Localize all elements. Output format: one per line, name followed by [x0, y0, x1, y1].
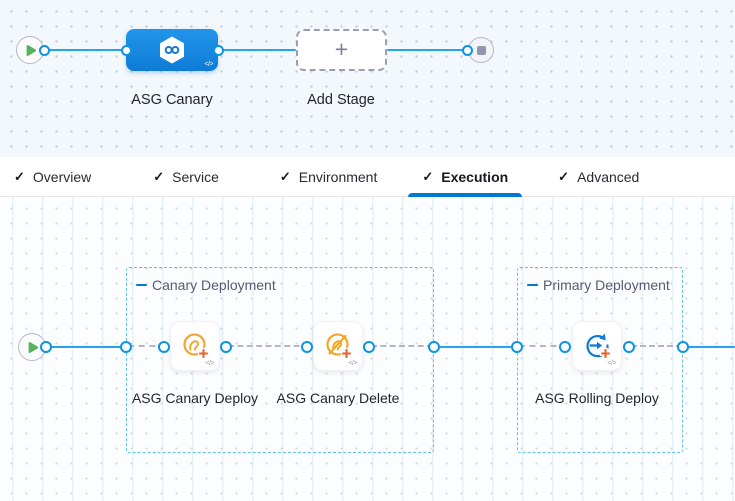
- group-label-row[interactable]: Canary Deployment: [136, 277, 276, 293]
- check-icon: ✓: [558, 169, 570, 184]
- step-group-canary-deployment[interactable]: Canary Deployment: [126, 267, 434, 453]
- check-icon: ✓: [279, 169, 291, 184]
- connector-point: [511, 341, 523, 353]
- tab-label: Environment: [298, 168, 378, 185]
- check-icon: ✓: [153, 169, 165, 184]
- pipeline-canvas: </> + ASG Canary Add Stage: [0, 0, 735, 157]
- step-label: ASG Canary Deploy: [131, 390, 259, 406]
- play-icon: [28, 341, 38, 353]
- add-stage-button[interactable]: +: [296, 29, 387, 71]
- tab-label: Advanced: [577, 168, 640, 185]
- check-icon: ✓: [422, 169, 434, 184]
- asg-canary-deploy-icon: [183, 333, 210, 360]
- code-icon[interactable]: </>: [205, 360, 214, 367]
- connector-point: [120, 341, 132, 353]
- step-group-primary-deployment[interactable]: Primary Deployment: [517, 267, 683, 453]
- connector-point: [461, 44, 473, 56]
- check-icon: ✓: [14, 169, 25, 184]
- tab-execution[interactable]: ✓ Execution: [408, 157, 522, 197]
- connector-point: [158, 341, 170, 353]
- harness-stage-icon: [160, 36, 184, 64]
- connector-line: [218, 48, 296, 52]
- tab-label: Execution: [441, 168, 509, 185]
- step-card-asg-canary-delete[interactable]: </>: [313, 321, 363, 371]
- group-label-row[interactable]: Primary Deployment: [527, 277, 670, 293]
- step-label: ASG Canary Delete: [276, 390, 400, 406]
- connector-line: [683, 345, 735, 349]
- tab-label: Service: [172, 168, 219, 185]
- connector-point: [363, 341, 375, 353]
- step-card-asg-canary-deploy[interactable]: </>: [170, 321, 220, 371]
- plus-icon: +: [334, 35, 349, 62]
- stop-icon: [476, 45, 486, 55]
- tab-environment[interactable]: ✓ Environment: [266, 157, 392, 196]
- step-card-asg-rolling-deploy[interactable]: </>: [572, 321, 622, 371]
- connector-point: [428, 341, 440, 353]
- connector-point: [220, 341, 232, 353]
- code-icon[interactable]: </>: [607, 360, 616, 367]
- connector-line: [44, 48, 126, 52]
- code-icon[interactable]: </>: [204, 61, 213, 68]
- step-label: ASG Rolling Deploy: [535, 390, 659, 406]
- dashed-connector-line: [631, 345, 682, 347]
- stage-card-asg-canary[interactable]: </>: [126, 29, 218, 71]
- connector-point: [38, 44, 50, 56]
- dashed-connector-line: [128, 345, 166, 347]
- connector-line: [387, 48, 467, 52]
- tab-label: Overview: [32, 168, 92, 185]
- dashed-connector-line: [519, 345, 567, 347]
- add-stage-label: Add Stage: [307, 92, 375, 108]
- execution-canvas: Canary Deployment Primary Deployment: [0, 197, 735, 501]
- collapse-icon[interactable]: [136, 283, 147, 287]
- connector-point: [559, 341, 571, 353]
- connector-point: [677, 341, 689, 353]
- connector-point: [623, 341, 635, 353]
- connector-point: [120, 44, 132, 56]
- stage-label: ASG Canary: [131, 92, 213, 108]
- code-icon[interactable]: </>: [348, 360, 357, 367]
- connector-point: [212, 44, 224, 56]
- group-label: Primary Deployment: [543, 277, 670, 293]
- tab-advanced[interactable]: ✓ Advanced: [544, 157, 653, 196]
- dashed-connector-line: [371, 345, 433, 347]
- connector-line: [46, 345, 126, 349]
- dashed-connector-line: [228, 345, 309, 347]
- connector-line: [434, 345, 517, 349]
- asg-canary-delete-icon: [326, 333, 353, 360]
- collapse-icon[interactable]: [527, 283, 538, 287]
- tab-overview[interactable]: ✓ Overview: [0, 157, 105, 196]
- stage-config-tabbar: ✓ Overview ✓ Service ✓ Environment ✓ Exe…: [0, 157, 735, 197]
- group-label: Canary Deployment: [152, 277, 276, 293]
- connector-point: [40, 341, 52, 353]
- play-icon: [26, 44, 36, 56]
- asg-rolling-deploy-icon: [586, 333, 612, 360]
- connector-point: [301, 341, 313, 353]
- tab-service[interactable]: ✓ Service: [139, 157, 233, 196]
